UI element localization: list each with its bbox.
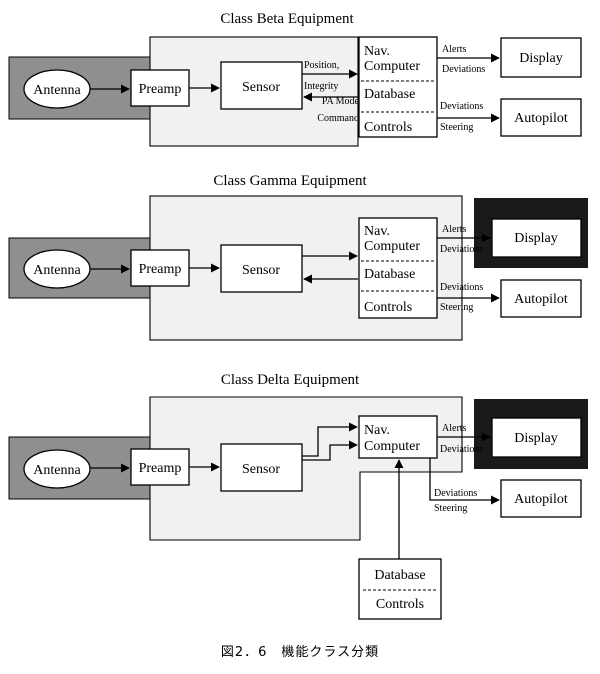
gamma-label-autopilot-deviations: Deviations — [440, 282, 483, 293]
beta-nav-computer — [358, 36, 438, 138]
gamma-antenna-label: Antenna — [33, 263, 81, 278]
delta-arrow-sensor-nav-2 — [302, 440, 358, 461]
gamma-preamp-label: Preamp — [139, 262, 182, 277]
delta-preamp — [130, 448, 190, 486]
beta-label-steering: Steering — [440, 122, 473, 133]
delta-display — [491, 417, 582, 458]
gamma-autopilot — [500, 279, 582, 318]
beta-preamp — [130, 69, 190, 107]
beta-display — [500, 37, 582, 78]
beta-label-display-deviations: Deviations — [442, 64, 485, 75]
delta-diagram: Class Delta Equipment Antenna Preamp Sen… — [8, 372, 588, 620]
gamma-sensor-label: Sensor — [242, 263, 280, 278]
beta-nav-label-1: Nav. — [364, 44, 390, 59]
gamma-diagram: Class Gamma Equipment Antenna Preamp Sen… — [8, 173, 588, 341]
delta-label-alerts: Alerts — [442, 423, 467, 434]
gamma-nav-label-1: Nav. — [364, 224, 390, 239]
beta-sensor — [220, 61, 303, 110]
beta-sensor-label: Sensor — [242, 80, 280, 95]
delta-database-label: Database — [374, 568, 425, 583]
delta-arrow-sensor-nav-1 — [302, 422, 358, 457]
gamma-display-label: Display — [514, 231, 558, 246]
beta-label-position: Position, — [304, 60, 339, 71]
delta-label-autopilot-deviations: Deviations — [434, 488, 477, 499]
delta-autopilot-label: Autopilot — [514, 492, 568, 507]
beta-autopilot-label: Autopilot — [514, 111, 568, 126]
delta-sensor-label: Sensor — [242, 462, 280, 477]
delta-antenna — [23, 449, 91, 489]
gamma-title: Class Gamma Equipment — [213, 173, 367, 189]
beta-label-command: Command — [317, 113, 359, 124]
gamma-label-display-deviations: Deviations — [440, 244, 483, 255]
beta-title: Class Beta Equipment — [220, 11, 354, 27]
gamma-nav-label-2: Computer — [364, 239, 420, 254]
delta-antenna-label: Antenna — [33, 463, 81, 478]
gamma-sensor — [220, 244, 303, 293]
gamma-nav-computer — [358, 217, 438, 319]
beta-label-autopilot-deviations: Deviations — [440, 101, 483, 112]
delta-title: Class Delta Equipment — [221, 372, 360, 388]
delta-autopilot — [500, 479, 582, 518]
beta-label-integrity: Integrity — [304, 81, 338, 92]
gamma-display — [491, 218, 582, 258]
delta-database-controls — [358, 558, 442, 620]
delta-controls-label: Controls — [376, 597, 424, 612]
delta-arrow-nav-autopilot — [429, 458, 500, 505]
delta-nav-computer — [358, 415, 438, 459]
beta-database-label: Database — [364, 87, 415, 102]
delta-display-label: Display — [514, 431, 558, 446]
gamma-database-label: Database — [364, 267, 415, 282]
beta-diagram: Class Beta Equipment Antenna Preamp Sens… — [8, 11, 582, 147]
beta-preamp-label: Preamp — [139, 82, 182, 97]
beta-display-label: Display — [519, 51, 563, 66]
beta-antenna-label: Antenna — [33, 83, 81, 98]
beta-label-alerts: Alerts — [442, 44, 467, 55]
delta-preamp-label: Preamp — [139, 461, 182, 476]
gamma-autopilot-label: Autopilot — [514, 292, 568, 307]
delta-nav-label-1: Nav. — [364, 423, 390, 438]
beta-controls-label: Controls — [364, 120, 412, 135]
delta-label-display-deviations: Deviations — [440, 444, 483, 455]
gamma-label-alerts: Alerts — [442, 224, 467, 235]
gamma-controls-label: Controls — [364, 300, 412, 315]
beta-nav-label-2: Computer — [364, 59, 420, 74]
delta-label-steering: Steering — [434, 503, 467, 514]
figure-caption: 図2．6 機能クラス分類 — [221, 645, 379, 660]
gamma-preamp — [130, 249, 190, 287]
gamma-label-steering: Steering — [440, 302, 473, 313]
delta-sensor — [220, 443, 303, 492]
beta-label-pa-mode: PA Mode — [322, 96, 360, 107]
delta-nav-label-2: Computer — [364, 439, 420, 454]
beta-autopilot — [500, 98, 582, 137]
